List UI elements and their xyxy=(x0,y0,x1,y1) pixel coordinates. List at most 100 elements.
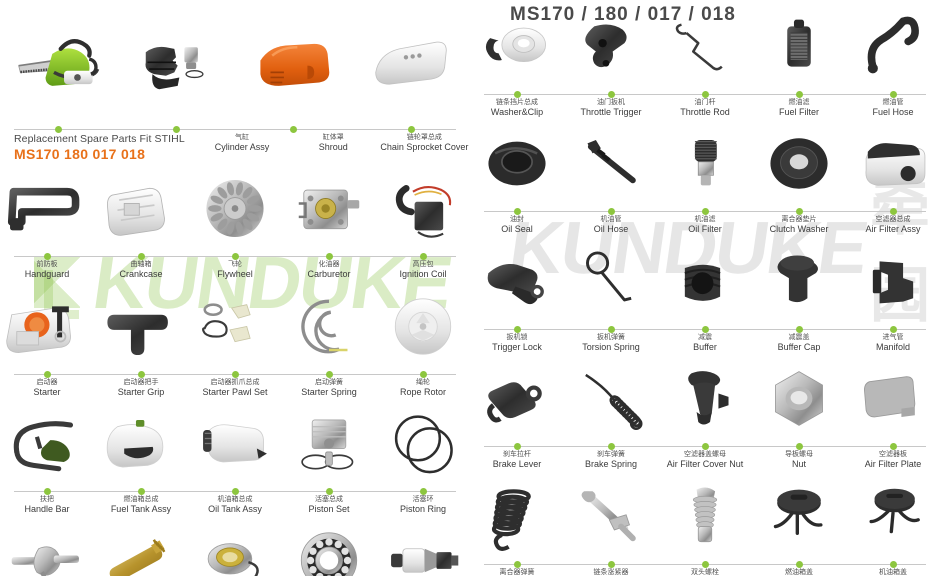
part-cell[interactable] xyxy=(376,162,470,257)
dot-slot xyxy=(846,325,940,333)
dot-slot xyxy=(846,91,940,98)
part-cell[interactable] xyxy=(188,280,282,375)
part-label-cn: 刹车拉杆 xyxy=(503,450,531,459)
marker-dot xyxy=(889,208,897,216)
air-filter-assy-icon xyxy=(851,117,935,210)
part-cell[interactable] xyxy=(564,352,658,447)
oil-hose-icon xyxy=(569,117,653,210)
part-cell[interactable] xyxy=(0,162,94,257)
part-cell[interactable] xyxy=(846,117,940,212)
marker-dot xyxy=(607,208,615,216)
part-cell[interactable] xyxy=(282,162,376,257)
parts-row xyxy=(470,235,940,333)
part-cell[interactable] xyxy=(658,0,752,95)
grooved-ball-bearing-icon xyxy=(287,514,371,576)
part-cell[interactable] xyxy=(658,352,752,447)
dot-slot xyxy=(470,325,564,333)
part-label-cn: 高压包 xyxy=(412,260,434,269)
part-cell[interactable] xyxy=(282,280,376,375)
part-cell[interactable] xyxy=(0,514,94,576)
part-cell[interactable] xyxy=(118,0,236,130)
part-cell[interactable] xyxy=(470,0,564,95)
part-cell[interactable] xyxy=(564,0,658,95)
part-cell[interactable] xyxy=(846,352,940,447)
part-cell[interactable] xyxy=(752,235,846,330)
part-cell[interactable] xyxy=(353,0,471,130)
brake-lever-icon xyxy=(475,352,559,445)
marker-dot xyxy=(325,253,333,261)
dot-slot xyxy=(282,370,376,378)
part-cell[interactable] xyxy=(282,514,376,576)
fuel-cap-icon xyxy=(757,470,841,563)
part-cell[interactable] xyxy=(846,470,940,565)
part-cell[interactable] xyxy=(94,514,188,576)
chain-sprocket-cover-icon xyxy=(369,0,453,128)
part-cell[interactable] xyxy=(188,397,282,492)
part-cell[interactable] xyxy=(376,397,470,492)
part-cell[interactable] xyxy=(0,397,94,492)
part-label-en: Chain Sprocket Cover xyxy=(380,142,469,153)
marker-dot xyxy=(290,126,298,133)
part-cell[interactable] xyxy=(564,235,658,330)
part-cell[interactable] xyxy=(752,117,846,212)
part-cell[interactable] xyxy=(470,352,564,447)
row-marker-dots xyxy=(470,325,940,333)
part-cell[interactable] xyxy=(376,514,470,576)
part-cell[interactable] xyxy=(235,0,353,130)
part-cell[interactable] xyxy=(94,280,188,375)
part-label-cn: 链条涨紧器 xyxy=(593,567,629,576)
part-cell[interactable] xyxy=(846,0,940,95)
clutch-spring-icon xyxy=(475,470,559,563)
part-cell[interactable] xyxy=(470,235,564,330)
part-cell[interactable] xyxy=(658,235,752,330)
part-cell[interactable] xyxy=(94,397,188,492)
part-cell[interactable] xyxy=(752,0,846,95)
marker-dot xyxy=(889,443,897,451)
part-label-cn: 燃油管 xyxy=(882,98,904,106)
part-label-cn: 减震 xyxy=(698,332,712,341)
part-cell[interactable] xyxy=(470,117,564,212)
part-label-en: Air Filter Assy xyxy=(865,224,921,235)
part-label-cn: 气缸 xyxy=(235,133,249,141)
starter-grip-icon xyxy=(99,280,183,373)
part-cell[interactable] xyxy=(564,117,658,212)
crankshaft-icon xyxy=(5,514,89,576)
dot-slot xyxy=(564,325,658,333)
part-cell[interactable] xyxy=(658,470,752,565)
dot-slot xyxy=(752,443,846,451)
dot-slot xyxy=(470,443,564,451)
part-label-cn: 离合器弹簧 xyxy=(499,567,535,576)
part-cell[interactable] xyxy=(752,470,846,565)
part-cell[interactable] xyxy=(376,280,470,375)
parts-row xyxy=(0,0,471,133)
marker-dot xyxy=(419,253,427,261)
part-cell[interactable] xyxy=(188,514,282,576)
part-label-cn: 启动器把手 xyxy=(123,377,159,386)
part-label-cn: 前防板 xyxy=(36,260,58,269)
part-cell[interactable] xyxy=(846,235,940,330)
part-cell[interactable] xyxy=(188,162,282,257)
part-cell[interactable] xyxy=(0,0,118,130)
marker-dot xyxy=(607,91,615,98)
part-label-cn: 机油滤 xyxy=(694,215,716,224)
part-cell[interactable] xyxy=(564,470,658,565)
part-cell[interactable] xyxy=(282,397,376,492)
part-cell[interactable] xyxy=(470,470,564,565)
parts-row xyxy=(0,514,470,576)
dot-slot xyxy=(846,208,940,216)
dot-slot xyxy=(658,208,752,216)
dot-slot xyxy=(118,126,236,133)
washer-clip-icon xyxy=(475,0,559,93)
part-cell[interactable] xyxy=(752,352,846,447)
part-cell[interactable] xyxy=(0,280,94,375)
part-cell[interactable] xyxy=(94,162,188,257)
part-cell[interactable] xyxy=(658,117,752,212)
